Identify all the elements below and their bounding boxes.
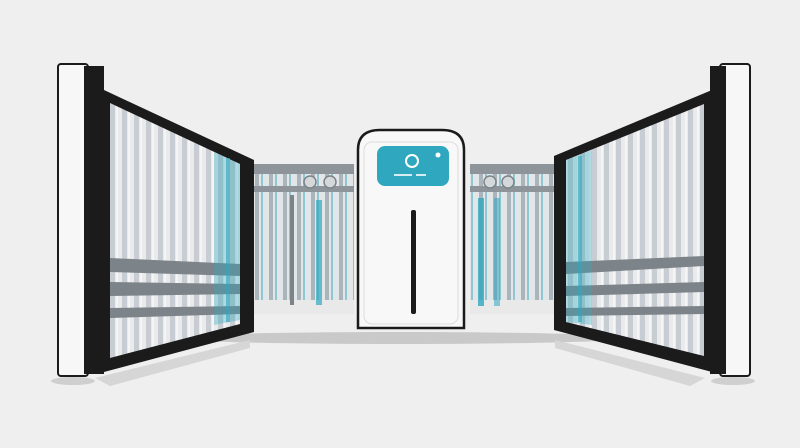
right-gate-post — [710, 63, 751, 377]
left-gate-post — [57, 63, 104, 377]
door-handle — [411, 210, 416, 314]
control-tower — [356, 128, 466, 330]
display-panel-icon — [377, 146, 449, 186]
right-gate-leaf — [554, 90, 712, 372]
back-fence-left — [252, 164, 354, 314]
left-gate-leaf — [104, 90, 254, 372]
back-fence-right — [470, 164, 556, 314]
floor-shadows — [51, 332, 755, 386]
